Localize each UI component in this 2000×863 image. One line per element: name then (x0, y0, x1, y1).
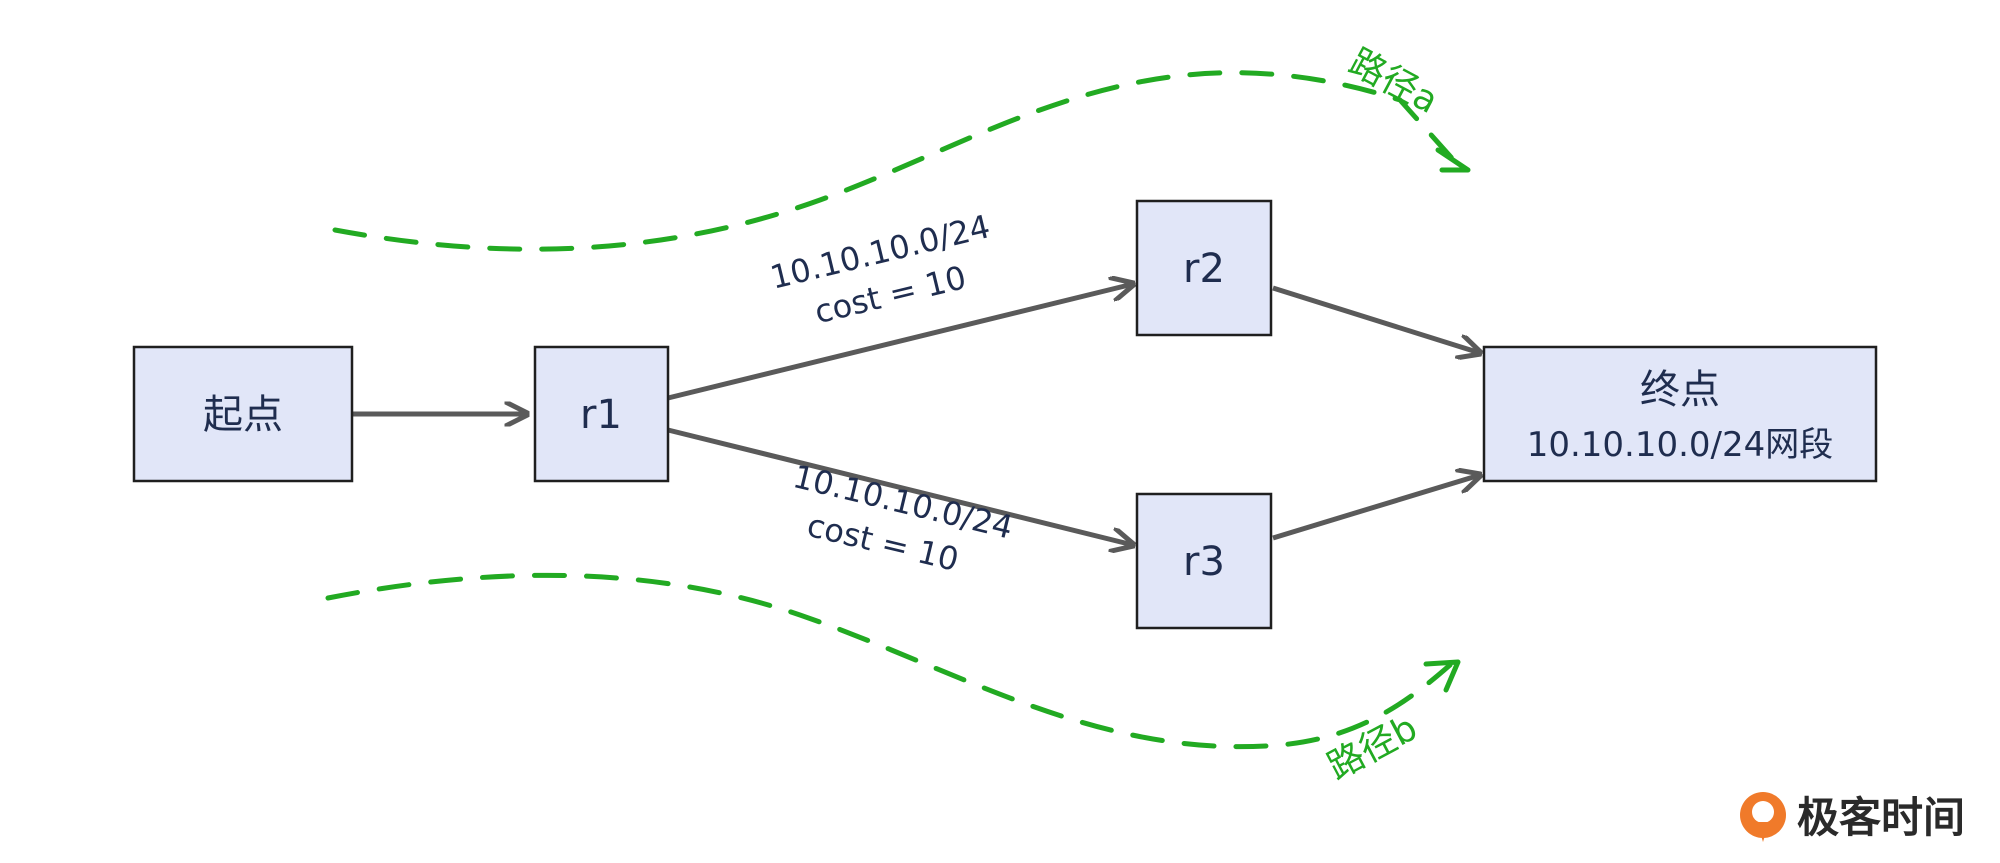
edge-r2-end (1272, 285, 1480, 353)
brand-logo: 极客时间 (1740, 792, 1965, 842)
node-r1: r1 (533, 345, 670, 483)
edge-label-r1-r2: 10.10.10.0/24 cost = 10 (766, 207, 993, 331)
node-r2-label: r2 (1183, 246, 1225, 292)
node-start: 起点 (132, 345, 354, 483)
path-a: 路径a (332, 42, 1471, 252)
path-b-label: 路径b (1321, 707, 1424, 788)
edge-r1-r3 (667, 427, 1133, 545)
node-r1-box (533, 345, 670, 483)
node-end-label: 终点 (1640, 367, 1720, 413)
node-r3: r3 (1135, 492, 1273, 630)
brand-name: 极客时间 (1797, 793, 1965, 842)
node-r2: r2 (1135, 199, 1273, 337)
path-b: 路径b (325, 572, 1461, 788)
node-end: 终点 10.10.10.0/24网段 (1482, 345, 1878, 483)
path-b-curve (325, 572, 1453, 750)
node-end-sublabel: 10.10.10.0/24网段 (1527, 425, 1834, 465)
node-r2-box (1135, 199, 1273, 337)
node-start-box (132, 345, 354, 483)
node-r3-box (1135, 492, 1273, 630)
path-a-label: 路径a (1342, 42, 1444, 122)
path-a-arrowhead (1435, 147, 1471, 173)
node-r3-label: r3 (1183, 539, 1225, 585)
brand-logo-icon (1740, 792, 1786, 842)
node-end-box (1482, 345, 1878, 483)
path-a-curve (332, 70, 1461, 252)
node-r1-label: r1 (580, 392, 622, 438)
edge-r1-r2 (667, 284, 1133, 401)
path-b-arrowhead (1423, 659, 1461, 693)
edge-label-r1-r3: 10.10.10.0/24 cost = 10 (789, 457, 1016, 579)
node-start-label: 起点 (203, 392, 283, 438)
edge-r3-end (1272, 475, 1480, 541)
